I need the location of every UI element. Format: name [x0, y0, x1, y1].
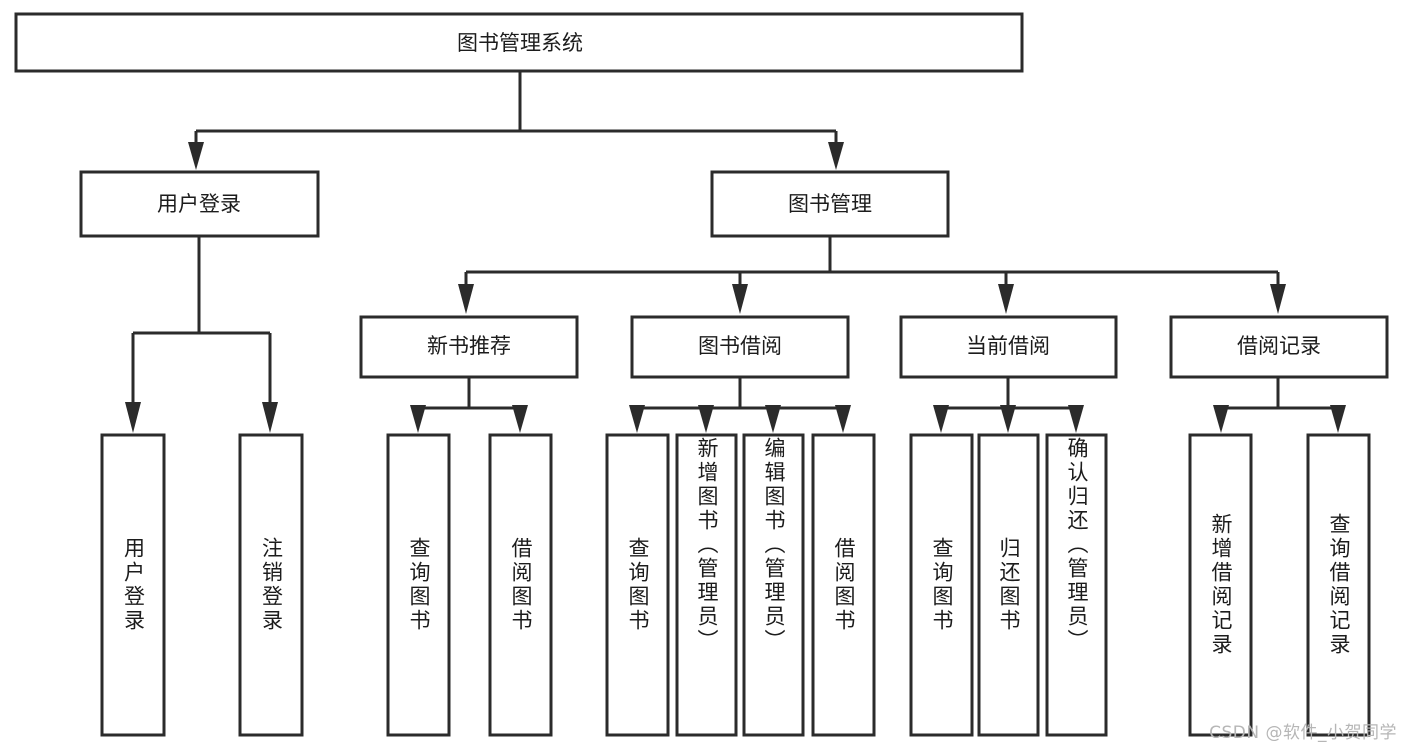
leaf-box-confirm-return[interactable] [1045, 433, 1108, 737]
node-book-borrow-box[interactable] [630, 315, 850, 379]
node-user-login-label: 用户登录 [157, 192, 241, 216]
node-root-box[interactable] [14, 12, 1024, 73]
leaf-box-query-book-3[interactable] [909, 433, 974, 737]
node-user-login-box[interactable] [79, 170, 320, 238]
connector-currentborrow-to-leaves [933, 377, 1084, 433]
node-new-book-recommend-box[interactable] [359, 315, 579, 379]
node-book-manage-label: 图书管理 [788, 192, 872, 216]
connector-userlogin-to-leaves [125, 236, 278, 433]
csdn-watermark: CSDN @软件_小贺同学 [1209, 723, 1397, 743]
leaf-box-borrow-book-2[interactable] [811, 433, 876, 737]
node-book-manage-box[interactable] [710, 170, 950, 238]
node-borrow-record-label: 借阅记录 [1237, 334, 1321, 358]
node-book-borrow-label: 图书借阅 [698, 334, 782, 358]
connector-newbook-to-leaves [410, 377, 528, 433]
leaf-box-query-record[interactable] [1306, 433, 1371, 737]
node-current-borrow-label: 当前借阅 [966, 334, 1050, 358]
connector-bookmanage-to-level3 [458, 236, 1286, 314]
node-borrow-record[interactable]: 借阅记录 [1169, 315, 1389, 379]
leaf-box-add-book[interactable] [675, 433, 738, 737]
leaf-box-user-login[interactable] [100, 433, 166, 737]
node-root[interactable]: 图书管理系统 [14, 12, 1024, 73]
leaf-box-return-book[interactable] [977, 433, 1040, 737]
node-user-login[interactable]: 用户登录 [79, 170, 320, 238]
connector-borrowrecord-to-leaves [1213, 377, 1346, 433]
leaf-box-query-book-1[interactable] [386, 433, 451, 737]
leaf-box-logout-login[interactable] [238, 433, 304, 737]
node-book-borrow[interactable]: 图书借阅 [630, 315, 850, 379]
leaf-box-borrow-book-1[interactable] [488, 433, 553, 737]
leaf-box-add-record[interactable] [1188, 433, 1253, 737]
node-borrow-record-box[interactable] [1169, 315, 1389, 379]
node-book-manage[interactable]: 图书管理 [710, 170, 950, 238]
node-new-book-recommend[interactable]: 新书推荐 [359, 315, 579, 379]
connector-root-to-level2 [188, 71, 844, 170]
node-current-borrow[interactable]: 当前借阅 [899, 315, 1118, 379]
leaf-box-query-book-2[interactable] [605, 433, 670, 737]
node-root-label: 图书管理系统 [457, 31, 583, 55]
node-current-borrow-box[interactable] [899, 315, 1118, 379]
connector-bookborrow-to-leaves [629, 377, 851, 433]
node-new-book-recommend-label: 新书推荐 [427, 334, 511, 358]
leaf-box-edit-book[interactable] [742, 433, 805, 737]
